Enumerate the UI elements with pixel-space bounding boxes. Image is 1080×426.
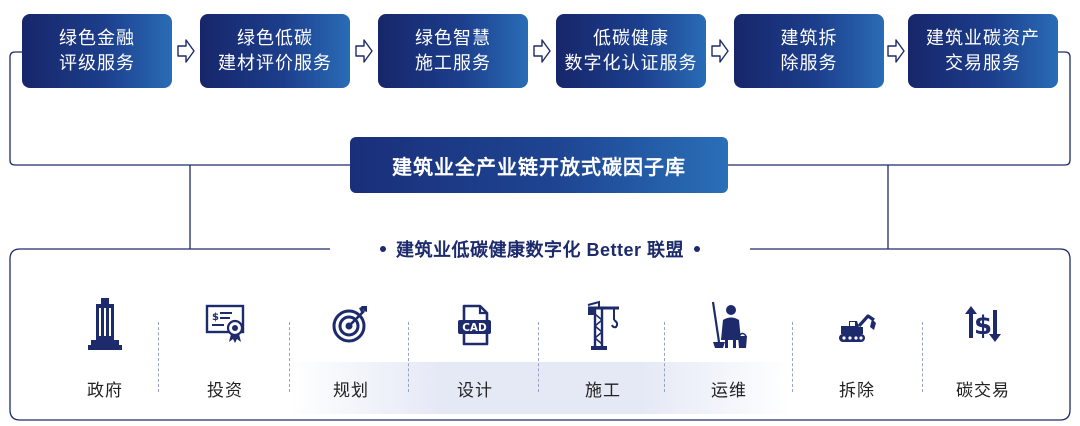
arrow-right-icon	[177, 39, 195, 63]
svg-text:$: $	[212, 312, 219, 323]
service-line2: 建材评价服务	[218, 53, 332, 73]
carbon-factor-library-box: 建筑业全产业链开放式碳因子库	[350, 137, 728, 193]
service-line2: 施工服务	[415, 53, 491, 73]
service-line1: 低碳健康	[593, 28, 669, 48]
stage-operation: 运维	[664, 296, 794, 406]
arrow-right-icon	[355, 39, 373, 63]
service-line1: 建筑业碳资产	[926, 28, 1040, 48]
stage-separator	[408, 322, 409, 392]
stage-design: CAD 设计	[410, 296, 540, 406]
stage-separator	[664, 322, 665, 392]
cad-file-icon: CAD	[458, 304, 491, 346]
bullet-dot-icon	[694, 246, 700, 252]
svg-text:CAD: CAD	[462, 322, 487, 334]
service-line2: 评级服务	[59, 53, 135, 73]
tower-crane-icon	[587, 300, 619, 350]
arrow-right-icon	[533, 39, 551, 63]
currency-exchange-icon: $	[965, 306, 1001, 342]
stage-label: 施工	[585, 381, 621, 400]
service-box-demolition: 建筑拆 除服务	[734, 14, 884, 88]
service-box-smart-construction: 绿色智慧 施工服务	[378, 14, 528, 88]
stage-carbon-trading: $ 碳交易	[918, 296, 1048, 406]
service-box-green-finance: 绿色金融 评级服务	[22, 14, 172, 88]
service-line1: 绿色智慧	[415, 28, 491, 48]
stage-label: 设计	[457, 381, 493, 400]
stage-planning: 规划	[286, 296, 416, 406]
service-box-carbon-asset-trading: 建筑业碳资产 交易服务	[908, 14, 1058, 88]
stage-government: 政府	[40, 296, 170, 406]
alliance-title: 建筑业低碳健康数字化 Better 联盟	[330, 233, 750, 265]
alliance-label: 建筑业低碳健康数字化 Better 联盟	[395, 240, 684, 260]
stage-label: 运维	[711, 381, 747, 400]
stage-label: 投资	[207, 381, 243, 400]
investment-certificate-icon: $	[205, 304, 245, 343]
stage-separator	[538, 322, 539, 392]
service-box-green-building-materials: 绿色低碳 建材评价服务	[200, 14, 350, 88]
service-line1: 绿色低碳	[237, 28, 313, 48]
service-line2: 除服务	[780, 53, 838, 73]
service-line2: 数字化认证服务	[564, 53, 698, 73]
stage-label: 规划	[333, 381, 369, 400]
stage-separator	[158, 322, 159, 392]
service-line1: 绿色金融	[59, 28, 135, 48]
excavator-icon	[839, 314, 876, 342]
stage-demolition: 拆除	[792, 296, 922, 406]
service-line1: 建筑拆	[780, 28, 838, 48]
arrow-right-icon	[887, 39, 905, 63]
stage-separator	[792, 322, 793, 392]
stage-investment: $ 投资	[160, 296, 290, 406]
label-highlight-band	[290, 362, 790, 414]
target-icon	[332, 306, 367, 343]
svg-text:$: $	[974, 311, 992, 341]
service-box-digital-certification: 低碳健康 数字化认证服务	[556, 14, 706, 88]
government-building-icon	[88, 298, 122, 350]
stage-separator	[922, 322, 923, 392]
stage-label: 政府	[87, 381, 123, 400]
service-line2: 交易服务	[945, 53, 1021, 73]
stage-separator	[289, 322, 290, 392]
stage-label: 拆除	[839, 381, 875, 400]
stage-label: 碳交易	[956, 381, 1010, 400]
arrow-right-icon	[711, 39, 729, 63]
cleaner-icon	[711, 301, 747, 348]
stage-construction: 施工	[538, 296, 668, 406]
bullet-dot-icon	[379, 246, 386, 252]
